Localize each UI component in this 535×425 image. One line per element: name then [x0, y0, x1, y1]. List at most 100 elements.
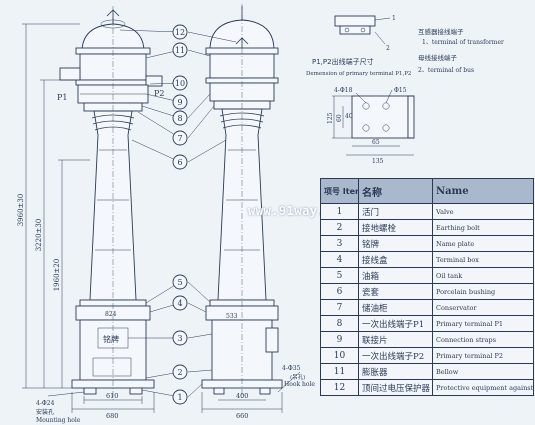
inset-mark-1: 1	[392, 15, 396, 22]
terminal-plate-drawing	[332, 89, 415, 156]
item-number: 3	[320, 235, 359, 252]
dim-base-outer: 680	[106, 412, 118, 420]
item-name-cn: 膨胀器	[358, 363, 433, 380]
item-name-en: Primary terminal P1	[432, 315, 534, 332]
nameplate-text: 铭牌	[103, 334, 119, 344]
dim-inner-mark: 824	[105, 311, 117, 318]
legend-header-row: 项号 Item 名称 Name	[320, 178, 534, 204]
callout-2: 2	[177, 368, 182, 377]
dim-right-outer: 660	[236, 412, 248, 420]
callout-11: 11	[175, 46, 185, 55]
mounting-hole-en: Mounting hole	[36, 417, 81, 424]
item-number: 7	[320, 299, 359, 316]
callout-5: 5	[177, 278, 182, 287]
callout-12: 12	[175, 28, 185, 37]
dim-lower-height: 1960±20	[53, 259, 61, 292]
item-name-cn: 接线盒	[358, 251, 433, 268]
callout-8: 8	[177, 114, 182, 123]
item-number: 6	[320, 283, 359, 300]
legend-header-item: 项号 Item	[320, 178, 359, 204]
terminal-inset	[334, 15, 391, 45]
terminal-detail-title-cn: P1,P2出线端子尺寸	[312, 57, 374, 66]
item-name-cn: 联接片	[358, 331, 433, 348]
item-name-cn: 顶间过电压保护器	[358, 379, 433, 396]
item-name-en: Earthing bolt	[432, 219, 534, 236]
label-p2: P2	[154, 89, 164, 98]
item-number: 2	[320, 219, 359, 236]
front-view	[22, 6, 163, 413]
legend-header-cn: 名称	[358, 178, 433, 204]
callouts	[119, 24, 237, 405]
item-name-cn: 接地螺栓	[358, 219, 433, 236]
item-name-cn: 一次出线端子P2	[358, 347, 433, 364]
dim-right-inner: 400	[236, 392, 248, 400]
terminal-dim-60: 60	[336, 114, 343, 122]
item-name-en: Protective equipment against over voltag…	[432, 379, 534, 396]
item-name-en: Porcelain bushing	[432, 283, 534, 300]
terminal-holes: 4-Φ18	[334, 87, 353, 94]
item-name-cn: 铭牌	[358, 235, 433, 252]
dim-base-inner: 610	[106, 392, 118, 400]
dim-right-mid: 533	[226, 313, 238, 320]
terminal-dim-15: Φ15	[394, 87, 407, 94]
item-name-cn: 活门	[358, 203, 433, 220]
terminal-dim-65: 65	[372, 139, 380, 146]
terminal-dim-135: 135	[372, 158, 384, 165]
terminal-bus-en: 2、terminal of bus	[418, 67, 474, 74]
terminal-dim-125: 125	[327, 112, 334, 124]
callout-10: 10	[175, 79, 185, 88]
mounting-hole-cn: 安装孔	[36, 408, 54, 416]
inset-mark-2: 2	[386, 45, 390, 52]
anchor-right-holes: 4-Φ35	[282, 365, 301, 372]
legend-header-en: Name	[432, 178, 534, 204]
terminal-bus-cn: 母线接线端子	[418, 53, 458, 62]
item-number: 12	[320, 379, 359, 396]
item-name-en: Oil tank	[432, 267, 534, 284]
item-name-cn: 一次出线端子P1	[358, 315, 433, 332]
anchor-left-holes: 4-Φ24	[36, 400, 55, 407]
item-number: 5	[320, 267, 359, 284]
item-number: 1	[320, 203, 359, 220]
item-name-en: Conservator	[432, 299, 534, 316]
item-name-en: Primary terminal P2	[432, 347, 534, 364]
side-view	[201, 4, 301, 413]
item-name-cn: 瓷套	[358, 283, 433, 300]
item-name-cn: 油箱	[358, 267, 433, 284]
terminal-transformer-en: 1、terminal of transformer	[422, 39, 504, 46]
item-name-en: Bellow	[432, 363, 534, 380]
callout-3: 3	[177, 334, 182, 343]
label-p1: P1	[57, 93, 67, 102]
dim-mid-height: 3220±30	[35, 219, 43, 252]
hook-hole-label: Hook hole	[284, 381, 315, 388]
item-number: 11	[320, 363, 359, 380]
item-number: 4	[320, 251, 359, 268]
callout-7: 7	[177, 134, 182, 143]
dim-overall-height: 3960±30	[17, 194, 25, 227]
callout-4: 4	[177, 299, 182, 308]
terminal-transformer-cn: 互感器接线端子	[418, 27, 464, 36]
item-name-cn: 储油柜	[358, 299, 433, 316]
terminal-detail-title-en: Demension of primary terminal P1,P2	[306, 71, 411, 77]
terminal-dim-40: 40	[345, 113, 353, 120]
item-name-en: Valve	[432, 203, 534, 220]
item-name-en: Terminal box	[432, 251, 534, 268]
anchor-right-note: (吊孔)	[290, 373, 305, 381]
callout-1: 1	[177, 393, 182, 402]
item-name-en: Connection straps	[432, 331, 534, 348]
item-name-en: Name plate	[432, 235, 534, 252]
callout-6: 6	[177, 158, 182, 167]
item-number: 9	[320, 331, 359, 348]
